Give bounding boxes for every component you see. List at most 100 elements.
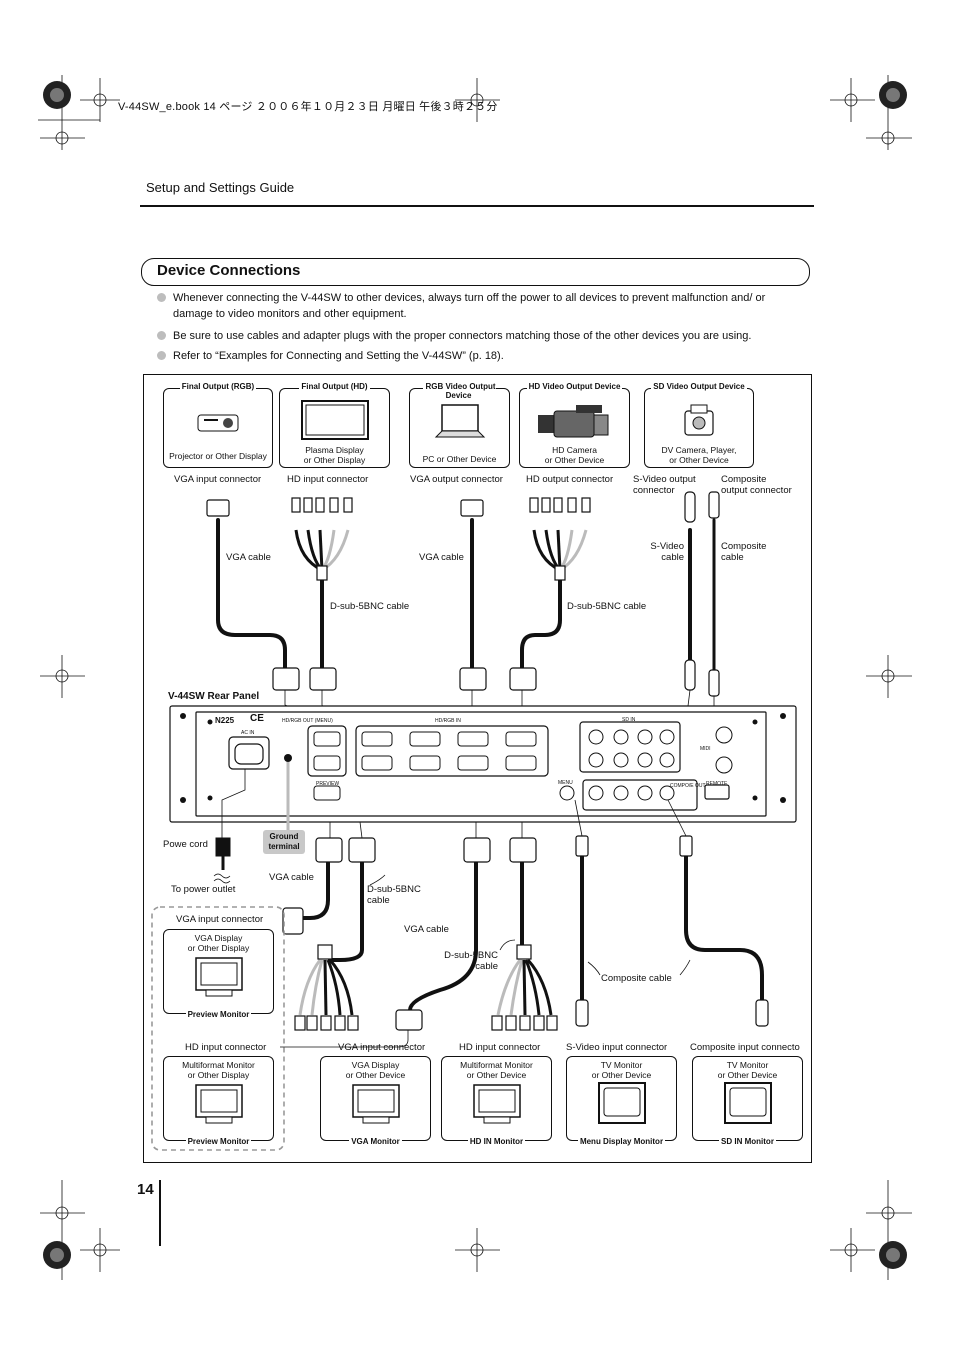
- menu-label: MENU: [558, 780, 573, 786]
- running-head: Setup and Settings Guide: [146, 180, 295, 195]
- device-box-final-hd: Final Output (HD) Plasma Display or Othe…: [279, 382, 390, 468]
- label-hd-output: HD output connector: [526, 474, 614, 485]
- device-desc: TV Monitor or Other Device: [717, 1060, 778, 1080]
- device-desc: TV Monitor or Other Device: [591, 1060, 652, 1080]
- midi-label: MIDI: [700, 746, 711, 752]
- device-box-menu-monitor: TV Monitor or Other Device Menu Display …: [566, 1056, 677, 1146]
- ce-mark: CE: [250, 713, 264, 724]
- device-desc: VGA Display or Other Display: [187, 933, 250, 953]
- device-desc: Projector or Other Display: [169, 451, 267, 461]
- power-cord-label: Powe cord: [163, 839, 208, 850]
- label-vga-cable: VGA cable: [226, 552, 271, 563]
- sd-in-label: SD IN: [622, 717, 636, 723]
- device-box-sd-monitor: TV Monitor or Other Device SD IN Monitor: [692, 1056, 803, 1146]
- camcorder-icon: [538, 405, 609, 438]
- plasma-display-icon: [301, 400, 369, 440]
- n225-mark: N225: [215, 716, 235, 725]
- label-dsub-cable-lower: D-sub-5BNC cable: [367, 884, 421, 906]
- bullet-item: Be sure to use cables and adapter plugs …: [157, 328, 802, 344]
- label-hd-input-preview: HD input connector: [185, 1042, 267, 1053]
- hd-rgb-in-label: HD/RGB IN: [435, 718, 461, 724]
- projector-icon: [197, 414, 239, 432]
- label-vga-cable-lower2: VGA cable: [404, 924, 449, 935]
- remote-label: REMOTE: [706, 781, 728, 787]
- page-number-rule: [159, 1180, 161, 1246]
- label-dsub-cable: D-sub-5BNC cable: [567, 601, 647, 612]
- device-foot: SD IN Monitor: [719, 1137, 776, 1146]
- device-desc: PC or Other Device: [422, 454, 497, 464]
- label-composite-output: Composite output connector: [721, 474, 792, 496]
- device-box-preview-hd: Multiformat Monitor or Other Display Pre…: [163, 1056, 274, 1146]
- label-svideo-input: S-Video input connector: [566, 1042, 668, 1053]
- power-outlet-label: To power outlet: [171, 884, 236, 895]
- label-vga-cable: VGA cable: [419, 552, 464, 563]
- device-title: RGB Video Output Device: [423, 382, 496, 400]
- device-desc: VGA Display or Other Device: [345, 1060, 406, 1080]
- device-box-vga-monitor: VGA Display or Other Device VGA Monitor: [320, 1056, 431, 1146]
- bullet-icon: [157, 331, 166, 340]
- device-desc: HD Camera or Other Device: [544, 445, 605, 465]
- label-vga-input-lower: VGA input connector: [338, 1042, 426, 1053]
- device-desc: DV Camera, Player, or Other Device: [661, 445, 737, 465]
- tv-monitor-icon: [598, 1082, 646, 1124]
- bullet-text: Be sure to use cables and adapter plugs …: [173, 330, 752, 342]
- device-desc: Multiformat Monitor or Other Display: [182, 1060, 255, 1080]
- label-dsub-cable-lower2: D-sub-5BNC cable: [444, 950, 498, 972]
- device-foot: VGA Monitor: [349, 1137, 402, 1146]
- laptop-icon: [434, 404, 486, 438]
- bullet-icon: [157, 351, 166, 360]
- device-box-sd-source: SD Video Output Device DV Camera, Player…: [644, 382, 754, 468]
- bullet-item: Refer to “Examples for Connecting and Se…: [157, 348, 802, 364]
- device-desc: Plasma Display or Other Display: [303, 445, 366, 465]
- bullet-text: Whenever connecting the V-44SW to other …: [173, 292, 766, 320]
- device-foot: HD IN Monitor: [467, 1137, 526, 1146]
- label-svideo-output: S-Video output connector: [633, 474, 696, 496]
- device-foot: Preview Monitor: [185, 1010, 252, 1019]
- crt-monitor-icon: [352, 1084, 400, 1124]
- section-title-box: [141, 258, 810, 286]
- label-svideo-cable: S-Video cable: [650, 541, 684, 563]
- ground-terminal-label: Ground terminal: [263, 830, 305, 854]
- label-composite-input: Composite input connecto: [690, 1042, 800, 1053]
- ac-in-label: AC IN: [241, 730, 255, 736]
- dv-camera-icon: [684, 404, 714, 436]
- device-title: Final Output (RGB): [179, 382, 257, 391]
- device-desc: Multiformat Monitor or Other Device: [460, 1060, 533, 1080]
- label-hd-input: HD input connector: [287, 474, 369, 485]
- tv-monitor-icon: [724, 1082, 772, 1124]
- preview-label: PREVIEW: [316, 781, 340, 787]
- section-title: Device Connections: [157, 262, 301, 279]
- bullet-item: Whenever connecting the V-44SW to other …: [157, 290, 802, 322]
- device-box-hd-source: HD Video Output Device HD Camera or Othe…: [519, 382, 630, 468]
- crt-monitor-icon: [195, 1084, 243, 1124]
- label-hd-input-lower: HD input connector: [459, 1042, 541, 1053]
- label-composite-cable: Composite cable: [721, 541, 767, 563]
- header-rule: [140, 205, 814, 207]
- crt-monitor-icon: [195, 957, 243, 997]
- device-box-preview-vga: VGA Display or Other Display Preview Mon…: [163, 929, 274, 1019]
- device-box-hd-monitor: Multiformat Monitor or Other Device HD I…: [441, 1056, 552, 1146]
- label-vga-input-preview: VGA input connector: [176, 914, 264, 925]
- print-header: V-44SW_e.book 14 ページ ２００６年１０月２３日 月曜日 午後３…: [118, 101, 498, 113]
- label-vga-input: VGA input connector: [174, 474, 262, 485]
- label-vga-cable-lower: VGA cable: [269, 872, 314, 883]
- rear-panel-label: V-44SW Rear Panel: [168, 691, 260, 702]
- device-title: HD Video Output Device: [526, 382, 623, 391]
- hd-rgb-out-label: HD/RGB OUT (MENU): [282, 718, 333, 724]
- bullet-icon: [157, 293, 166, 302]
- device-title: Final Output (HD): [299, 382, 370, 391]
- compo-out-label: COMPO/E OUT: [670, 783, 706, 789]
- bullet-text: Refer to “Examples for Connecting and Se…: [173, 350, 504, 362]
- device-box-rgb-source: RGB Video Output Device PC or Other Devi…: [409, 382, 510, 468]
- device-foot: Preview Monitor: [185, 1137, 252, 1146]
- crt-monitor-icon: [473, 1084, 521, 1124]
- page-number: 14: [137, 1181, 154, 1198]
- device-title: SD Video Output Device: [651, 382, 747, 391]
- connection-diagram: [143, 374, 812, 1163]
- device-foot: Menu Display Monitor: [577, 1137, 666, 1146]
- label-dsub-cable: D-sub-5BNC cable: [330, 601, 410, 612]
- device-box-final-rgb: Final Output (RGB) Projector or Other Di…: [163, 382, 273, 468]
- label-vga-output: VGA output connector: [410, 474, 503, 485]
